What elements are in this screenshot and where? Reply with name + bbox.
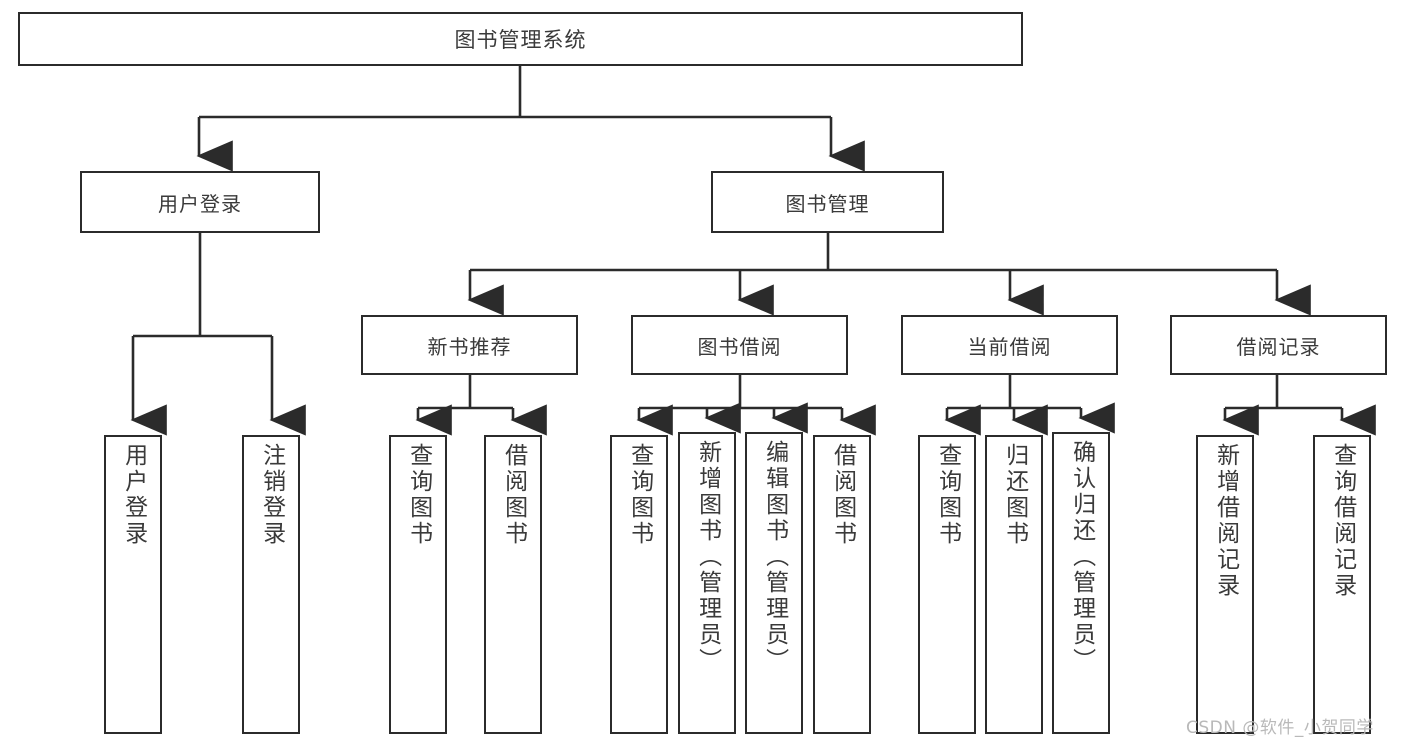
leaf-return-book[interactable]: 归还图书 <box>985 435 1043 734</box>
node-root-label: 图书管理系统 <box>454 28 587 52</box>
watermark: CSDN @软件_小贺同学 <box>1186 718 1374 738</box>
leaf-borrow-book-1-label: 借阅图书 <box>500 443 527 547</box>
leaf-query-borrow-record[interactable]: 查询借阅记录 <box>1313 435 1371 734</box>
node-borrow-record[interactable]: 借阅记录 <box>1170 315 1387 375</box>
leaf-add-book-admin[interactable]: 新增图书（管理员） <box>678 432 736 734</box>
leaf-borrow-book-2-label: 借阅图书 <box>829 443 856 547</box>
leaf-query-book-3[interactable]: 查询图书 <box>918 435 976 734</box>
leaf-query-borrow-record-label: 查询借阅记录 <box>1329 443 1356 599</box>
leaf-logout-label: 注销登录 <box>258 443 285 547</box>
leaf-query-book-2[interactable]: 查询图书 <box>610 435 668 734</box>
node-borrow-record-label: 借阅记录 <box>1236 334 1321 359</box>
leaf-add-borrow-record-label: 新增借阅记录 <box>1212 443 1239 599</box>
leaf-user-login-label: 用户登录 <box>120 443 147 547</box>
leaf-user-login[interactable]: 用户登录 <box>104 435 162 734</box>
node-new-book-recommend-label: 新书推荐 <box>427 334 512 359</box>
leaf-borrow-book-2[interactable]: 借阅图书 <box>813 435 871 734</box>
leaf-edit-book-admin-label: 编辑图书（管理员） <box>761 440 788 674</box>
leaf-query-book-1[interactable]: 查询图书 <box>389 435 447 734</box>
node-root[interactable]: 图书管理系统 <box>18 12 1023 66</box>
node-new-book-recommend[interactable]: 新书推荐 <box>361 315 578 375</box>
node-book-borrow[interactable]: 图书借阅 <box>631 315 848 375</box>
node-book-management[interactable]: 图书管理 <box>711 171 944 233</box>
node-book-borrow-label: 图书借阅 <box>697 334 782 359</box>
leaf-borrow-book-1[interactable]: 借阅图书 <box>484 435 542 734</box>
node-current-borrow-label: 当前借阅 <box>967 334 1052 359</box>
leaf-return-book-label: 归还图书 <box>1001 443 1028 547</box>
leaf-query-book-1-label: 查询图书 <box>405 443 432 547</box>
leaf-edit-book-admin[interactable]: 编辑图书（管理员） <box>745 432 803 734</box>
leaf-logout[interactable]: 注销登录 <box>242 435 300 734</box>
node-user-login-label: 用户登录 <box>158 191 242 216</box>
leaf-add-book-admin-label: 新增图书（管理员） <box>694 440 721 674</box>
node-current-borrow[interactable]: 当前借阅 <box>901 315 1118 375</box>
leaf-confirm-return-admin[interactable]: 确认归还（管理员） <box>1052 432 1110 734</box>
leaf-query-book-2-label: 查询图书 <box>626 443 653 547</box>
node-user-login[interactable]: 用户登录 <box>80 171 320 233</box>
leaf-confirm-return-admin-label: 确认归还（管理员） <box>1068 440 1095 674</box>
leaf-query-book-3-label: 查询图书 <box>934 443 961 547</box>
leaf-add-borrow-record[interactable]: 新增借阅记录 <box>1196 435 1254 734</box>
node-book-management-label: 图书管理 <box>785 191 870 216</box>
